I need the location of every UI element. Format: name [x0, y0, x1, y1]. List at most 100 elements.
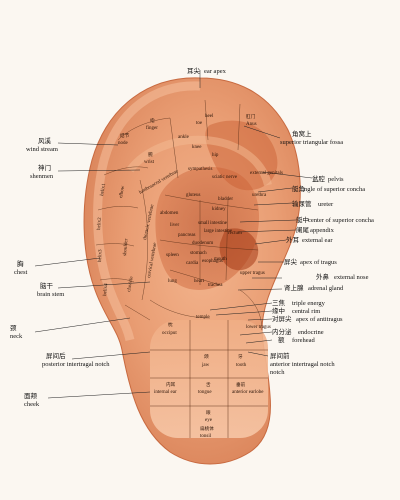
zone-urethra: urethra: [252, 193, 267, 198]
zone-text: 牙: [238, 354, 243, 360]
label-ureter: 输尿管 ureter: [292, 199, 334, 208]
zone-text: bladder: [218, 197, 233, 202]
zone-text: tonsil: [200, 434, 212, 439]
zone-text: center of superior concha: [308, 217, 374, 224]
label-external-nose: 外鼻 external nose: [316, 272, 369, 281]
zone-temple: temple: [196, 315, 210, 320]
zone-esophagus: esophagus: [202, 259, 223, 264]
label-brain-stem: 脑干 brain stem: [37, 281, 64, 298]
zone-text: central rim: [292, 308, 320, 315]
zone-lower-tragus: lower tragus: [246, 325, 271, 330]
zone-text: toe: [196, 121, 203, 126]
zone-finger: 指 finger: [146, 117, 158, 131]
zone-text: 外鼻: [316, 272, 330, 281]
zone-text: temple: [196, 315, 210, 320]
label-apex-of-tragus: 屏尖 apex of tragus: [284, 257, 337, 266]
zone-text: posterior intertragal notch: [42, 361, 110, 368]
zone-eye: 眼 eye: [205, 410, 213, 423]
zone-text: gluteus: [186, 193, 200, 198]
zone-text: 垂前: [236, 381, 246, 388]
zone-text: apex of tragus: [300, 259, 337, 266]
zone-lung: lung: [168, 279, 177, 284]
zone-text: notch: [270, 369, 285, 376]
zone-text: 三焦: [272, 298, 286, 307]
zone-text: occiput: [162, 331, 177, 336]
zone-knee: knee: [192, 145, 202, 150]
zone-text: shoulder: [123, 238, 130, 256]
zone-text: elbow: [119, 185, 126, 198]
zone-tooth: 牙 tooth: [236, 354, 247, 368]
label-endocrine: 内分泌 endocrine: [272, 327, 324, 336]
zone-text: eye: [205, 418, 213, 423]
zone-toe: toe: [196, 121, 203, 126]
label-angle-superior-concha: 艇角 ngle of superior concha: [292, 184, 365, 193]
label-appendix: 阑尾 appendix: [296, 225, 335, 234]
zone-text: helix3: [98, 249, 103, 262]
zone-text: anterior earlobe: [232, 390, 264, 395]
label-neck: 颈 neck: [10, 324, 23, 340]
zone-text: 角窝上: [292, 129, 312, 138]
zone-text: 艇角: [292, 184, 305, 193]
zone-pancreas: pancreas: [178, 233, 196, 238]
zone-text: 腕: [148, 151, 153, 158]
zone-stomach: stomach: [190, 251, 207, 256]
zone-text: heel: [205, 114, 214, 119]
zone-bladder: bladder: [218, 197, 233, 202]
zone-rectum: rectum: [228, 231, 242, 236]
zone-helix1: helix1: [100, 183, 107, 197]
zone-text: finger: [146, 126, 158, 131]
zone-text: 肛门: [246, 113, 256, 120]
zone-text: pelvis: [328, 176, 344, 183]
zone-text: wind stream: [26, 146, 58, 153]
zone-text: small intestine: [198, 221, 228, 226]
zone-heart: heart: [194, 279, 205, 284]
label-shenmen: 神门 shenmen: [30, 163, 54, 180]
label-wind-stream: 风溪 wind stream: [26, 136, 58, 153]
zone-text: 艇中: [296, 215, 309, 224]
label-ear-apex: 耳尖 ear apex: [187, 66, 227, 75]
zone-external-genitals: external genitals: [250, 171, 283, 176]
zone-text: 阑尾: [296, 225, 310, 234]
zone-upper-tragus: upper tragus: [240, 271, 265, 276]
label-superior-triangular-fossa: 角窝上 superior triangular fossa: [280, 129, 343, 146]
zone-text: 屏间前: [270, 351, 290, 360]
label-triple-energy: 三焦 triple energy: [272, 298, 326, 307]
zone-text: tooth: [236, 363, 247, 368]
zone-text: rectum: [228, 231, 242, 236]
zone-text: ngle of superior concha: [304, 186, 365, 193]
zone-text: external genitals: [250, 171, 283, 176]
zone-text: trachea: [208, 283, 223, 288]
zone-abdomen: abdomen: [160, 211, 179, 216]
zone-text: cervical vertebrae: [147, 242, 158, 279]
label-forehead: 额 forehead: [278, 335, 315, 344]
zone-text: 舌: [206, 381, 211, 388]
zone-text: 耳尖: [187, 66, 201, 75]
zone-text: 外耳: [286, 235, 300, 244]
zone-text: stomach: [190, 251, 207, 256]
zone-kidney: kidney: [212, 207, 226, 212]
zone-helix3: helix3: [98, 249, 103, 262]
zone-text: helix2: [97, 217, 103, 230]
zone-text: helix4: [103, 283, 109, 296]
zone-text: 指: [150, 117, 155, 124]
zone-text: lower tragus: [246, 325, 271, 330]
zone-text: duodenum: [192, 241, 213, 246]
earlobe-grid: [150, 320, 268, 438]
zone-anterior-earlobe: 垂前 anterior earlobe: [232, 381, 264, 395]
label-adrenal-gland: 肾上腺 adrenal gland: [284, 283, 344, 292]
zone-text: 对屏尖: [272, 314, 292, 323]
zone-text: brain stem: [37, 291, 64, 298]
zone-text: 眼: [206, 410, 211, 416]
zone-text: 扁桃体: [200, 425, 214, 432]
zone-duodenum: duodenum: [192, 241, 213, 246]
zone-mouth: mouth: [214, 257, 227, 262]
zone-helix2: helix2: [97, 217, 103, 230]
label-central-rim: 缘中 central rim: [272, 306, 320, 315]
zone-text: 内耳: [166, 381, 176, 388]
zone-text: hip: [212, 153, 219, 158]
